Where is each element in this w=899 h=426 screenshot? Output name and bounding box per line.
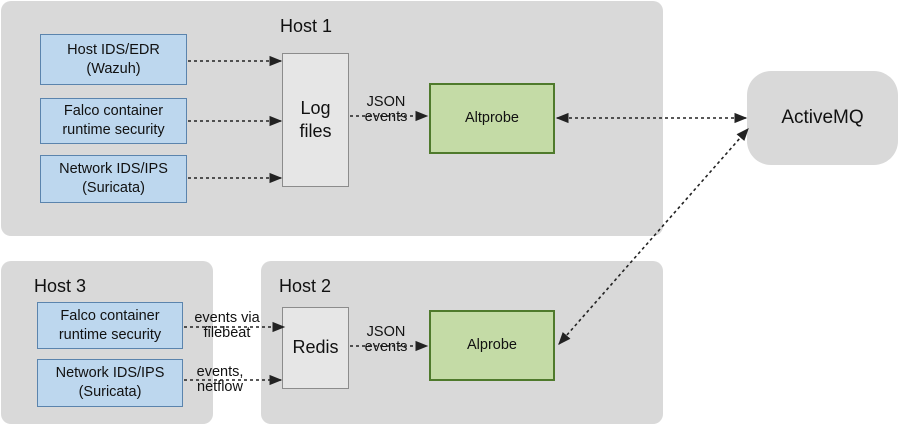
host3-source-falco: Falco container runtime security — [37, 302, 183, 349]
host2-redis: Redis — [282, 307, 349, 389]
host1-json-events-label: JSON events — [364, 94, 408, 126]
host3-title: Host 3 — [34, 276, 87, 296]
host3-netflow-label: events, netflow — [196, 364, 244, 396]
host1-source-falco: Falco container runtime security — [40, 98, 187, 144]
host1-altprobe: Altprobe — [429, 83, 555, 154]
arrow-alprobe-activemq — [558, 128, 749, 345]
host3-filebeat-label: events via filebeat — [194, 310, 260, 342]
activemq-broker: ActiveMQ — [747, 71, 898, 165]
host2-alprobe: Alprobe — [429, 310, 555, 381]
host2-json-events-label: JSON events — [364, 324, 408, 356]
host3-source-suricata: Network IDS/IPS (Suricata) — [37, 359, 183, 407]
host1-log-files: Log files — [282, 53, 349, 187]
host1-title: Host 1 — [280, 16, 333, 36]
host2-title: Host 2 — [279, 276, 332, 296]
host1-source-suricata: Network IDS/IPS (Suricata) — [40, 155, 187, 203]
host1-source-wazuh: Host IDS/EDR (Wazuh) — [40, 34, 187, 85]
